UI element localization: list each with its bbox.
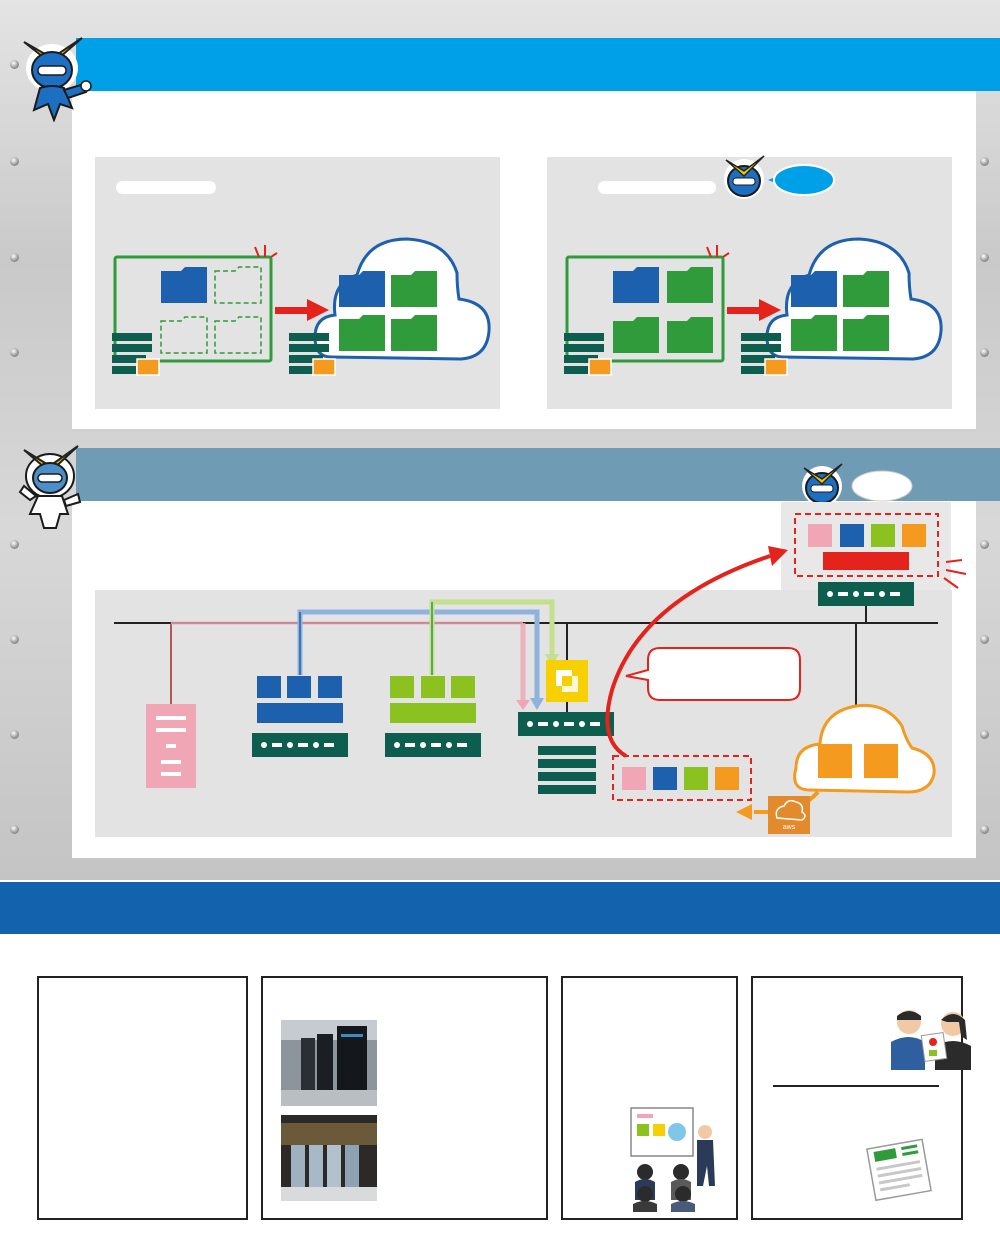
callout-bubble [625, 647, 801, 701]
server-icon [741, 333, 788, 376]
server-icon [385, 733, 481, 757]
ninja-mascot-white-icon [18, 445, 82, 529]
bolt-icon [10, 635, 19, 644]
backup-after-diagram [564, 237, 943, 376]
bolt-icon [10, 60, 19, 69]
folder-icon [791, 271, 889, 351]
bolt-icon [980, 730, 989, 739]
datacenter-photo-icon [281, 1020, 377, 1106]
section1-banner [76, 38, 1000, 91]
estimate-document-icon [866, 1138, 932, 1202]
folder-missing-icon [160, 316, 208, 354]
presentation-illustration-icon [630, 1107, 715, 1212]
bolt-icon [10, 348, 19, 357]
bolt-icon [10, 825, 19, 834]
caption-pill [598, 181, 716, 194]
mascot-speech [724, 155, 835, 199]
server-icon [289, 333, 336, 376]
alert-icon [254, 245, 278, 258]
aws-label: aws [783, 824, 796, 831]
divider-line [773, 1085, 939, 1087]
restore-arrow [605, 554, 771, 758]
info-box-consultation [751, 976, 971, 1220]
ninja-mascot-icon [23, 37, 92, 122]
backup-before-diagram [112, 237, 491, 376]
arrow-icon [275, 299, 329, 321]
folder-icon [339, 271, 437, 351]
blue-storage-icon [257, 676, 343, 723]
server-icon [564, 333, 612, 376]
bolt-icon [980, 825, 989, 834]
bolt-icon [980, 635, 989, 644]
onprem-frame [565, 255, 725, 363]
backup-data-frame [612, 755, 752, 801]
alert-icon [706, 245, 730, 258]
bolt-icon [10, 730, 19, 739]
backup-appliance-icon [546, 660, 588, 702]
speech-bubble [773, 164, 835, 196]
info-box-1 [37, 976, 248, 1220]
server-icon [252, 733, 348, 757]
info-box-meeting [561, 976, 738, 1220]
folder-missing-icon [214, 266, 262, 304]
bolt-icon [980, 540, 989, 549]
folder-icon [161, 267, 207, 303]
onprem-frame [113, 255, 273, 363]
folder-icon [818, 744, 852, 778]
folder-missing-icon [214, 316, 262, 354]
server-icon [538, 746, 596, 794]
speech-bubble [851, 470, 913, 502]
arrow-icon [727, 299, 781, 321]
bolt-icon [10, 157, 19, 166]
section2-banner [76, 448, 1000, 501]
mascot-speech [802, 463, 913, 506]
bolt-icon [980, 348, 989, 357]
server-icon [518, 712, 614, 736]
bolt-icon [980, 157, 989, 166]
bolt-icon [10, 540, 19, 549]
folder-icon [613, 267, 713, 353]
server-icon [112, 333, 160, 376]
restored-data-frame [794, 513, 939, 577]
footer-banner [0, 882, 1000, 934]
caption-pill [116, 181, 216, 194]
folder-icon [864, 744, 898, 778]
consultation-illustration-icon [891, 1010, 971, 1070]
alert-icon [943, 559, 967, 589]
aws-cloud-icon: aws [768, 796, 810, 834]
document-server-icon [146, 704, 196, 788]
bolt-icon [10, 253, 19, 262]
info-box-datacenter [261, 976, 548, 1220]
datacenter-entrance-photo-icon [281, 1115, 377, 1201]
server-icon [818, 582, 914, 606]
network-diagram: aws [114, 513, 967, 834]
green-storage-icon [390, 676, 476, 723]
bolt-icon [980, 253, 989, 262]
